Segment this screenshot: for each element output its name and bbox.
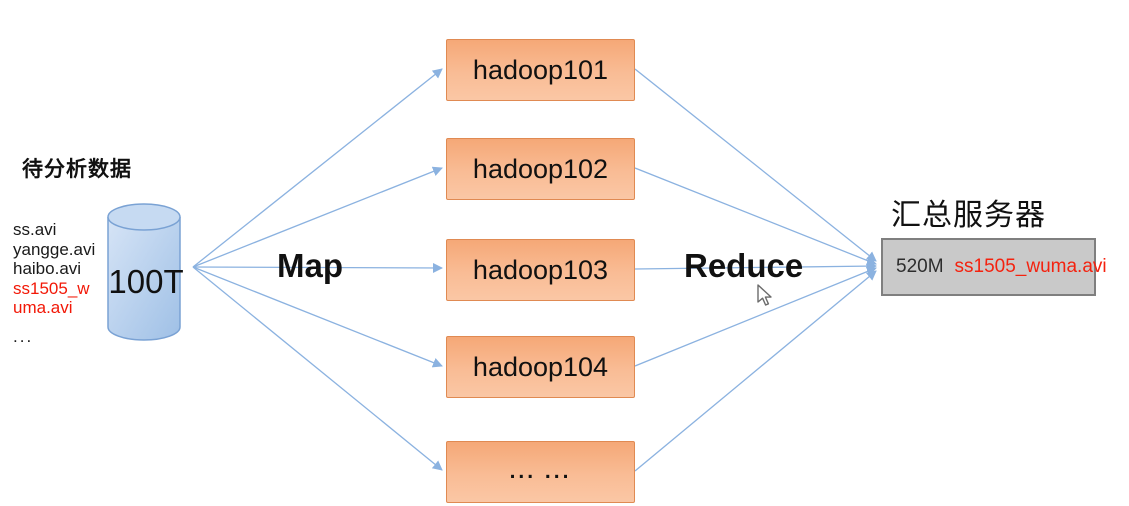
datastore-size-label: 100T (108, 263, 184, 300)
output-server-heading: 汇总服务器 (891, 199, 1046, 232)
file-list-ellipsis: ... (13, 326, 34, 346)
datastore-cylinder (107, 203, 181, 341)
worker-node-hadoop104: hadoop104 (446, 336, 635, 398)
output-size-label: 520M (896, 256, 944, 277)
file-item-highlighted: uma.avi (13, 298, 73, 317)
worker-node-hadoop101: hadoop101 (446, 39, 635, 101)
source-file-list: ss.avi yangge.avi haibo.avi ss1505_w uma… (13, 220, 95, 346)
file-item-highlighted: ss1505_w (13, 278, 90, 298)
output-server-box: 520M ss1505_wuma.avi (881, 238, 1107, 296)
map-arrows (192, 68, 443, 471)
source-heading: 待分析数据 (22, 158, 132, 181)
worker-node-hadoop103: hadoop103 (446, 239, 635, 301)
file-item: yangge.avi (13, 239, 96, 259)
reduce-stage-label: Reduce (684, 247, 804, 284)
mouse-cursor-icon (757, 284, 772, 306)
worker-node-more: ... ... (446, 441, 635, 503)
worker-node-hadoop102: hadoop102 (446, 138, 635, 200)
output-file-label: ss1505_wuma.avi (954, 256, 1107, 277)
reduce-arrows (634, 68, 877, 472)
map-stage-label: Map (277, 247, 343, 284)
file-item: ss.avi (13, 220, 57, 239)
file-item: haibo.avi (13, 259, 82, 278)
